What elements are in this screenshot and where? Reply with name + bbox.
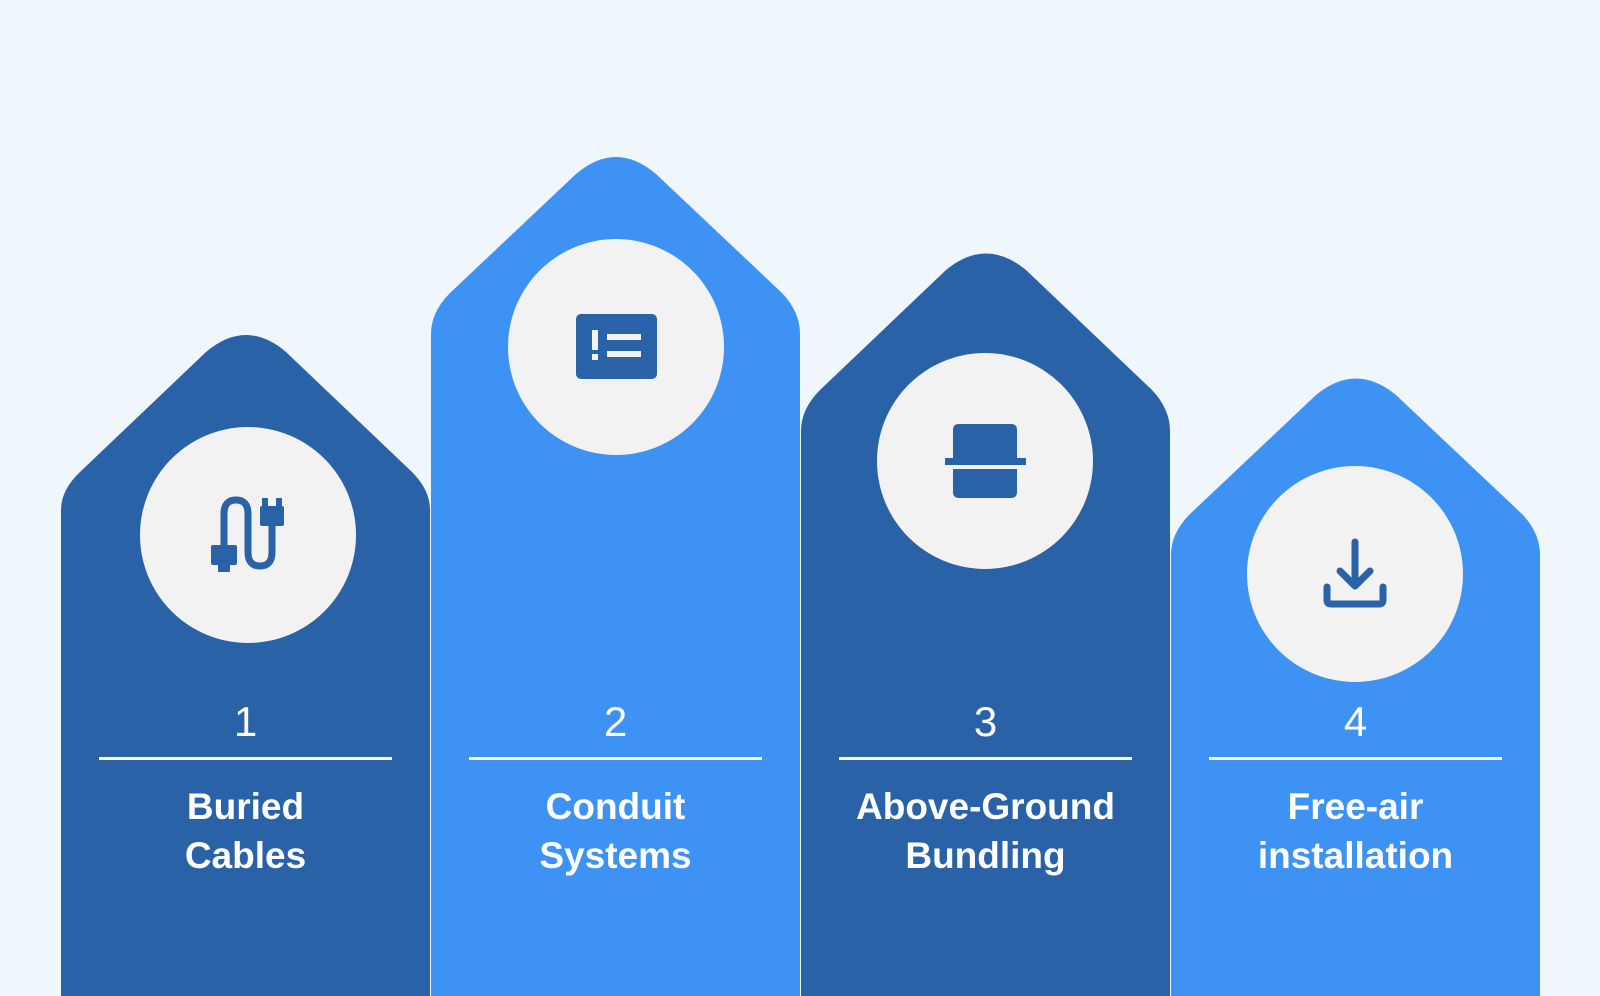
step-1-label-line2: Cables	[184, 835, 307, 876]
step-1: 1 Buried Cables	[61, 0, 430, 996]
step-3-divider	[839, 757, 1132, 760]
step-3-label: Above-Ground Bundling	[801, 782, 1170, 880]
step-1-number: 1	[233, 698, 258, 745]
step-2-label-line2: Systems	[539, 835, 692, 876]
bundle-scan-icon	[945, 424, 1026, 498]
step-3-label-line2: Bundling	[905, 835, 1066, 876]
step-3-label-line1: Above-Ground	[856, 786, 1115, 827]
step-2-shape	[431, 157, 800, 996]
step-4: 4 Free-air installation	[1171, 0, 1540, 996]
step-1-label-line1: Buried	[186, 786, 305, 827]
step-1-divider	[99, 757, 392, 760]
step-4-divider	[1209, 757, 1502, 760]
step-4-label-line2: installation	[1257, 835, 1454, 876]
step-3-number: 3	[973, 698, 998, 745]
step-2: 2 Conduit Systems	[431, 0, 800, 996]
step-4-label-line1: Free-air	[1287, 786, 1424, 827]
step-4-label: Free-air installation	[1171, 782, 1540, 880]
download-tray-icon	[1323, 538, 1387, 608]
step-4-number: 4	[1343, 698, 1368, 745]
step-2-divider	[469, 757, 762, 760]
step-2-label: Conduit Systems	[431, 782, 800, 880]
step-4-shape	[1171, 378, 1540, 996]
step-3-shape	[801, 253, 1170, 996]
step-2-label-line1: Conduit	[545, 786, 686, 827]
step-1-shape	[61, 335, 430, 996]
step-2-number: 2	[603, 698, 628, 745]
alert-list-icon	[576, 314, 657, 379]
cable-plug-icon	[211, 496, 284, 572]
step-1-label: Buried Cables	[61, 782, 430, 880]
step-3: 3 Above-Ground Bundling	[801, 0, 1170, 996]
